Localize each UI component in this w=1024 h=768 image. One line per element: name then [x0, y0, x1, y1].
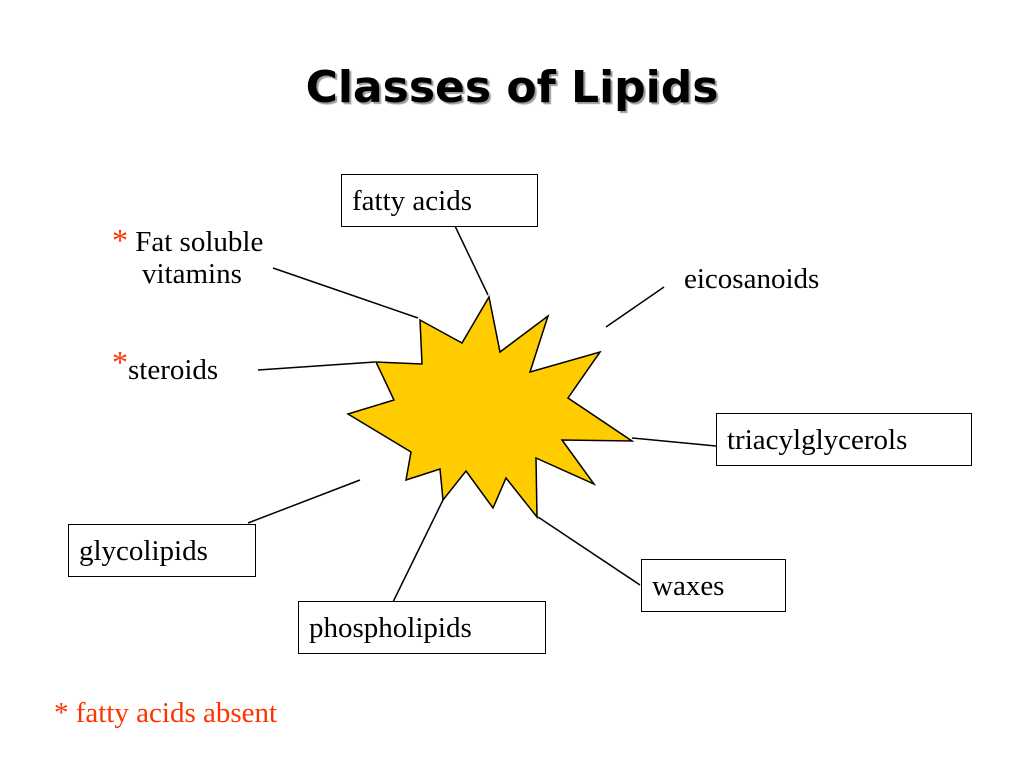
connector-waxes [537, 516, 641, 586]
fatty-acids-box: fatty acids [341, 174, 538, 227]
steroids-label: steroids [128, 354, 219, 386]
glycolipids-label: glycolipids [79, 535, 208, 567]
waxes-box: waxes [641, 559, 786, 612]
slide-title: Classes of Lipids [305, 62, 719, 113]
connector-glycolipids [247, 479, 361, 524]
steroids-label-group: *steroids [112, 346, 218, 385]
steroids-asterisk: * [112, 344, 128, 380]
eicosanoids-label: eicosanoids [684, 263, 820, 295]
center-burst [346, 294, 635, 520]
connector-phospholipids [392, 499, 444, 603]
fat-soluble-asterisk: * [112, 222, 128, 258]
fat-soluble-line2: vitamins [142, 258, 242, 290]
footnote: * fatty acids absent [54, 697, 278, 729]
phospholipids-box: phospholipids [298, 601, 546, 654]
triacylglycerols-box: triacylglycerols [716, 413, 972, 466]
connector-eicosanoids [605, 286, 665, 328]
triacylglycerols-label: triacylglycerols [727, 424, 908, 456]
fat-soluble-vitamins-label: * Fat soluble vitamins [112, 224, 263, 289]
connector-lines [247, 225, 717, 603]
fat-soluble-line1: Fat soluble [135, 226, 264, 258]
waxes-label: waxes [652, 570, 725, 602]
fatty-acids-label: fatty acids [352, 185, 472, 217]
connector-fat-soluble-vitamins [272, 267, 419, 319]
phospholipids-label: phospholipids [309, 612, 472, 644]
connector-triacylglycerols [631, 437, 717, 447]
glycolipids-box: glycolipids [68, 524, 256, 577]
connector-fatty-acids [454, 225, 489, 296]
connector-steroids [257, 361, 376, 371]
